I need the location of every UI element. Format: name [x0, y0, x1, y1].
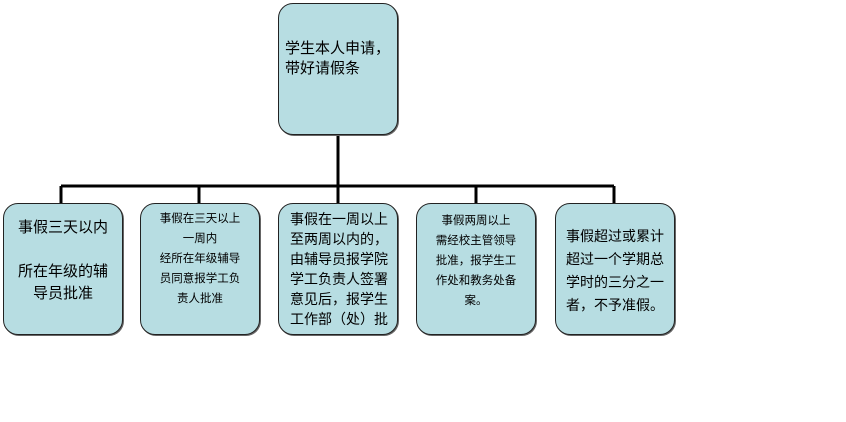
- child-node-within-three-days: 事假三天以内 所在年级的辅 导员批准: [3, 203, 123, 335]
- child-node-text: 事假超过或累计 超过一个学期总 学时的三分之一 者，不予准假。: [566, 229, 664, 314]
- child-node-text: 事假两周以上 需经校主管领导 批准，报学生工 作处和教务处备 案。: [435, 213, 517, 307]
- child-node-one-to-two-weeks: 事假在一周以上 至两周以内的， 由辅导员报学院 学工负责人签署 意见后，报学生 …: [278, 203, 398, 335]
- child-node-text: 事假在一周以上 至两周以内的， 由辅导员报学院 学工负责人签署 意见后，报学生 …: [290, 212, 388, 328]
- child-node-over-one-third-semester: 事假超过或累计 超过一个学期总 学时的三分之一 者，不予准假。: [555, 203, 675, 335]
- child-node-over-two-weeks: 事假两周以上 需经校主管领导 批准，报学生工 作处和教务处备 案。: [416, 203, 536, 335]
- root-node-text: 学生本人申请， 带好请假条: [285, 39, 391, 77]
- child-node-three-days-to-one-week: 事假在三天以上 一周内 经所在年级辅导 员同意报学工负 责人批准: [140, 203, 260, 335]
- root-node-student-application: 学生本人申请， 带好请假条: [278, 3, 398, 135]
- child-node-text: 事假在三天以上 一周内 经所在年级辅导 员同意报学工负 责人批准: [159, 211, 241, 305]
- child-node-text: 事假三天以内 所在年级的辅 导员批准: [17, 218, 108, 302]
